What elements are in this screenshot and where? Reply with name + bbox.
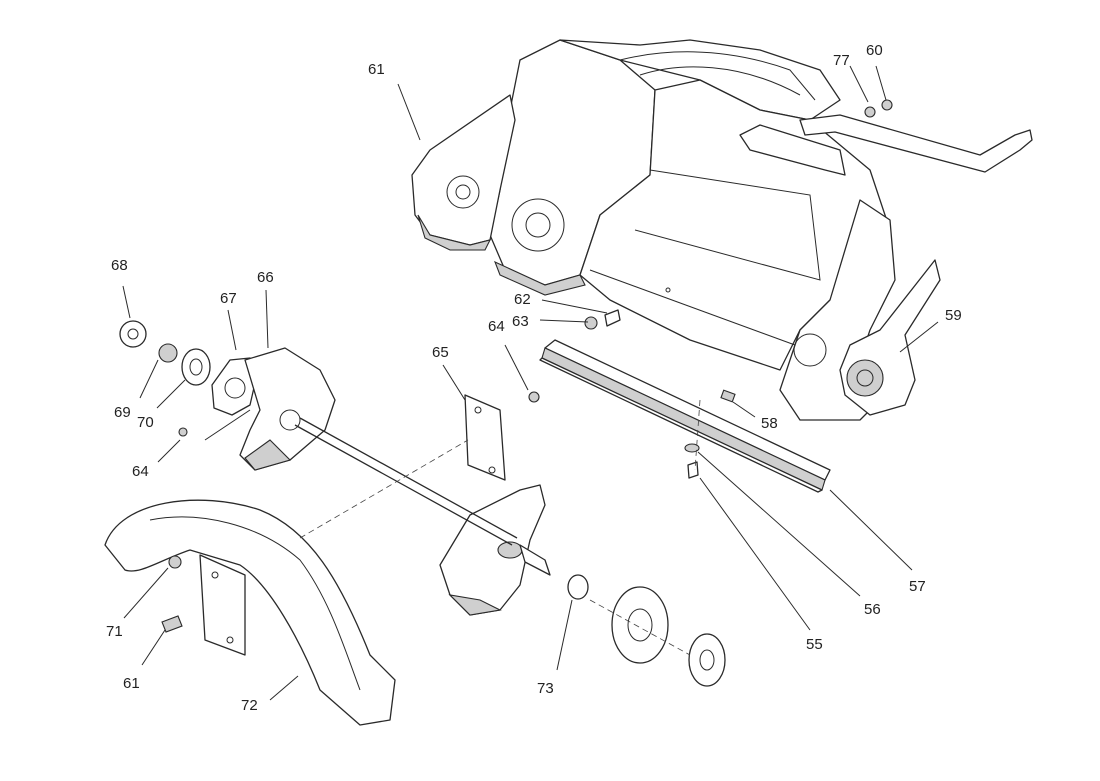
callout-66: 66 [257, 269, 274, 286]
scraper-hardware [584, 287, 700, 479]
callout-58: 58 [761, 415, 778, 432]
callout-64-mid: 64 [488, 318, 505, 335]
callout-68: 68 [111, 257, 128, 274]
callout-labels: 61 77 60 68 67 66 69 70 64 65 64 62 63 5… [106, 42, 962, 714]
callout-72: 72 [241, 697, 258, 714]
callout-65: 65 [432, 344, 449, 361]
callout-57: 57 [909, 578, 926, 595]
auger-shaft [294, 417, 518, 546]
auger-flight [104, 499, 396, 726]
callout-60: 60 [866, 42, 883, 59]
scraper-bar [539, 339, 831, 493]
callout-61-top: 61 [368, 61, 385, 78]
alignment-lines [299, 399, 701, 656]
callout-71: 71 [106, 623, 123, 640]
left-bearing-stack [119, 320, 259, 437]
callout-67: 67 [220, 290, 237, 307]
leader-lines [122, 65, 939, 701]
auger-housing [411, 39, 1033, 421]
callout-77: 77 [833, 52, 850, 69]
callout-56: 56 [864, 601, 881, 618]
callout-64-left: 64 [132, 463, 149, 480]
impeller-right [439, 484, 551, 616]
callout-59: 59 [945, 307, 962, 324]
right-bearing-stack [567, 574, 726, 687]
callout-55: 55 [806, 636, 823, 653]
callout-63: 63 [512, 313, 529, 330]
callout-62: 62 [514, 291, 531, 308]
mounting-bracket [464, 391, 540, 481]
callout-73: 73 [537, 680, 554, 697]
callout-61-bottom: 61 [123, 675, 140, 692]
callout-70: 70 [137, 414, 154, 431]
impeller-left [239, 347, 336, 471]
callout-69: 69 [114, 404, 131, 421]
